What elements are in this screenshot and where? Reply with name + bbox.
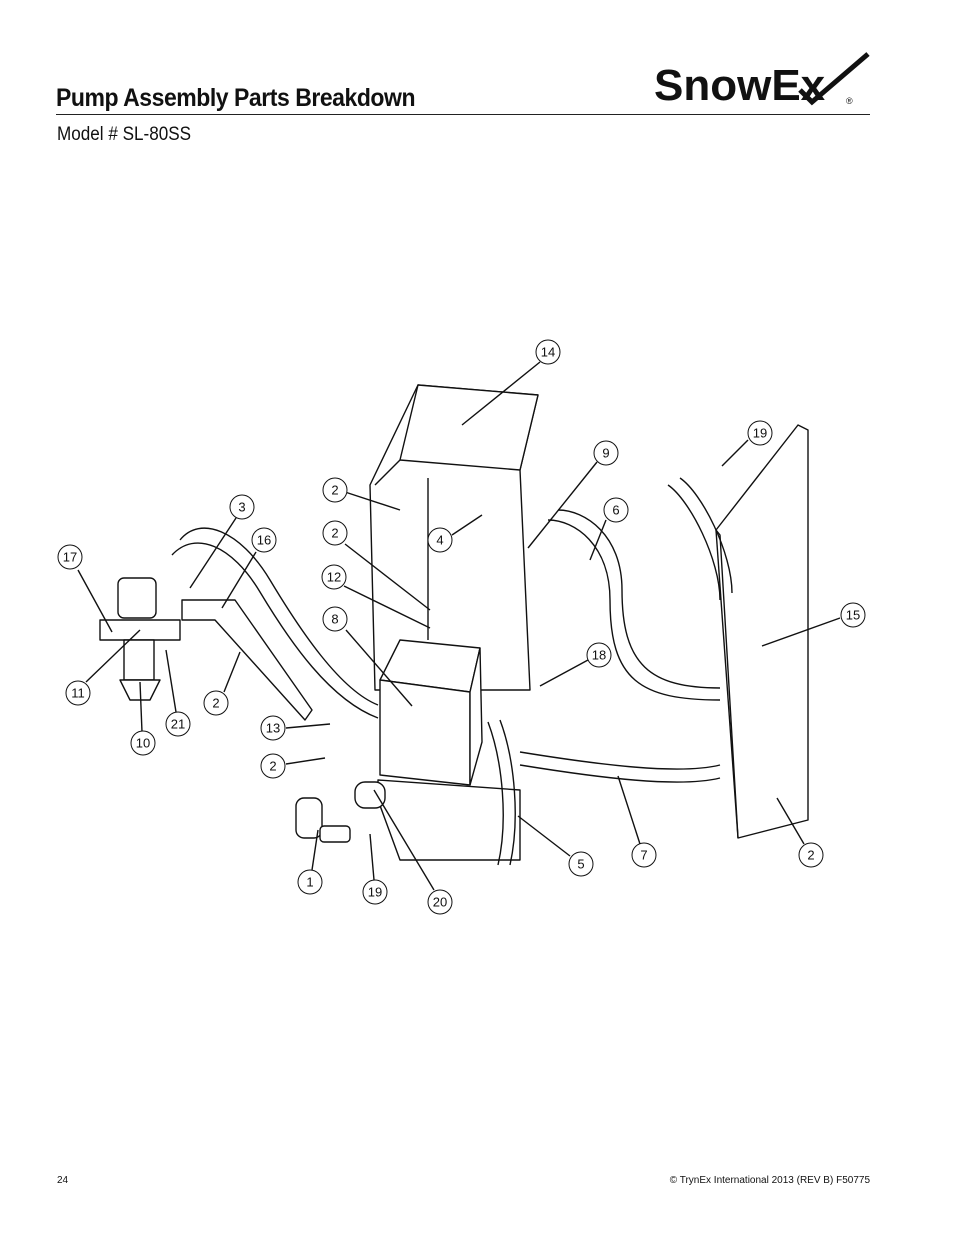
callout-label: 12 — [327, 570, 341, 585]
callout: 6 — [603, 497, 629, 523]
page-title: Pump Assembly Parts Breakdown — [56, 84, 416, 112]
callout-label: 1 — [306, 875, 313, 890]
hoses — [171, 477, 733, 866]
callout-label: 4 — [436, 533, 443, 548]
callout-label: 2 — [331, 483, 338, 498]
page-number: 24 — [57, 1175, 69, 1186]
callout-label: 8 — [331, 612, 338, 627]
callout: 10 — [130, 730, 156, 756]
callout: 20 — [427, 889, 453, 915]
callout-label: 2 — [807, 848, 814, 863]
callout-label: 19 — [753, 426, 767, 441]
callout: 16 — [251, 527, 277, 553]
callout-label: 15 — [846, 608, 860, 623]
callout-label: 21 — [171, 717, 185, 732]
callout-label: 18 — [592, 648, 606, 663]
fittings — [295, 781, 386, 843]
registered-mark: ® — [846, 96, 853, 106]
callout: 19 — [362, 879, 388, 905]
callout-label: 19 — [368, 885, 382, 900]
callout: 18 — [586, 642, 612, 668]
callout: 2 — [798, 842, 824, 868]
callout: 5 — [568, 851, 594, 877]
copyright-notice: © TrynEx International 2013 (REV B) F507… — [669, 1175, 870, 1186]
model-number: Model # SL-80SS — [57, 124, 192, 145]
title-rule — [56, 114, 870, 115]
callout: 19 — [747, 420, 773, 446]
callout-label: 9 — [602, 446, 609, 461]
callout: 9 — [593, 440, 619, 466]
motor-box — [379, 639, 483, 786]
bracket — [181, 599, 313, 721]
callout: 2 — [322, 477, 348, 503]
callout: 13 — [260, 715, 286, 741]
snowex-logo: SnowEx ® — [654, 52, 870, 110]
strainer-assembly — [99, 577, 181, 701]
callout-label: 10 — [136, 736, 150, 751]
callout-label: 2 — [331, 526, 338, 541]
callout: 2 — [322, 520, 348, 546]
callout-label: 14 — [541, 345, 555, 360]
callout-label: 13 — [266, 721, 280, 736]
callout: 4 — [427, 527, 453, 553]
callout-label: 6 — [612, 503, 619, 518]
callout: 2 — [203, 690, 229, 716]
checkmark-icon — [798, 52, 870, 106]
callout-label: 11 — [71, 686, 85, 701]
leader-lines — [77, 361, 841, 891]
callout: 2 — [260, 753, 286, 779]
callout: 15 — [840, 602, 866, 628]
pump-housing — [369, 384, 539, 861]
callout-label: 3 — [238, 500, 245, 515]
callout: 7 — [631, 842, 657, 868]
callout: 8 — [322, 606, 348, 632]
logo-text: SnowEx — [654, 61, 826, 110]
callout: 21 — [165, 711, 191, 737]
callout: 14 — [535, 339, 561, 365]
callout: 17 — [57, 544, 83, 570]
callout: 1 — [297, 869, 323, 895]
callout: 3 — [229, 494, 255, 520]
callout-label: 20 — [433, 895, 447, 910]
callout-label: 2 — [212, 696, 219, 711]
callout: 12 — [321, 564, 347, 590]
callout-label: 2 — [269, 759, 276, 774]
callout-label: 5 — [577, 857, 584, 872]
callout-label: 7 — [640, 848, 647, 863]
callout: 11 — [65, 680, 91, 706]
mounting-plate — [715, 424, 809, 839]
callout-label: 17 — [63, 550, 77, 565]
callout-label: 16 — [257, 533, 271, 548]
